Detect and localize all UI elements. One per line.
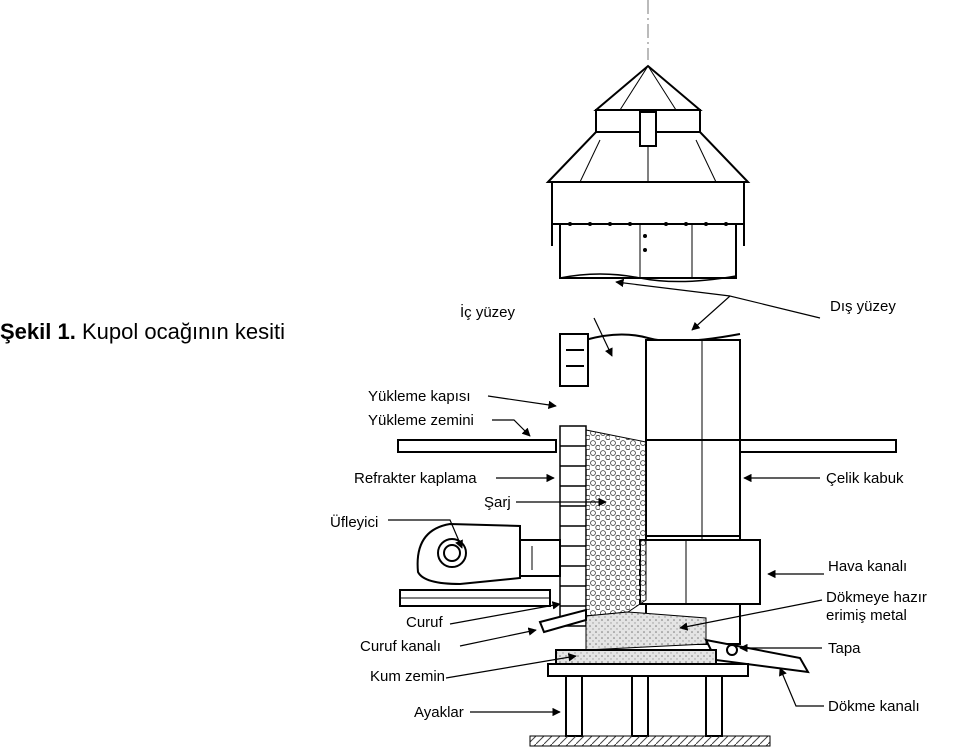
label-sand-bed: Kum zemin: [370, 668, 446, 685]
figure-number: Şekil 1.: [0, 319, 76, 344]
charge-material: [585, 429, 647, 617]
base-plate: [547, 663, 749, 677]
ground: [529, 735, 771, 747]
charging-floor: [397, 439, 557, 453]
label-outer-surface: Dış yüzey: [830, 298, 896, 315]
spark-arrester: [545, 64, 751, 283]
charging-floor-right: [739, 439, 897, 453]
label-tap: Tapa: [828, 640, 861, 657]
figure-caption: Kupol ocağının kesiti: [81, 319, 285, 344]
label-slag: Curuf: [406, 614, 443, 631]
charging-door: [559, 333, 589, 387]
blower-unit: [416, 522, 561, 586]
label-charging-door: Yükleme kapısı: [368, 388, 471, 405]
label-blower: Üfleyici: [330, 514, 379, 531]
label-wind-box: Hava kanalı: [828, 558, 908, 575]
label-charge: Şarj: [484, 494, 511, 511]
label-legs: Ayaklar: [414, 704, 464, 721]
sand-bed: [555, 649, 717, 665]
slag-spout-shape: [538, 608, 587, 634]
figure-title: Şekil 1. Kupol ocağının kesiti: [0, 318, 290, 346]
label-steel-shell: Çelik kabuk: [826, 470, 904, 487]
label-pouring-spout: Dökme kanalı: [828, 698, 920, 715]
refractory-lining: [559, 425, 587, 627]
label-refractory-lining: Refrakter kaplama: [354, 470, 477, 487]
legs-group: [565, 675, 723, 737]
label-charging-floor: Yükleme zemini: [368, 412, 474, 429]
rivet-row: [568, 222, 728, 252]
label-molten-metal: Dökmeye hazır erimiş metal: [826, 589, 927, 624]
leader-lines: [388, 278, 824, 717]
label-slag-spout: Curuf kanalı: [360, 638, 441, 655]
molten-metal: [585, 611, 707, 651]
label-inner-surface: İç yüzey: [460, 304, 516, 321]
